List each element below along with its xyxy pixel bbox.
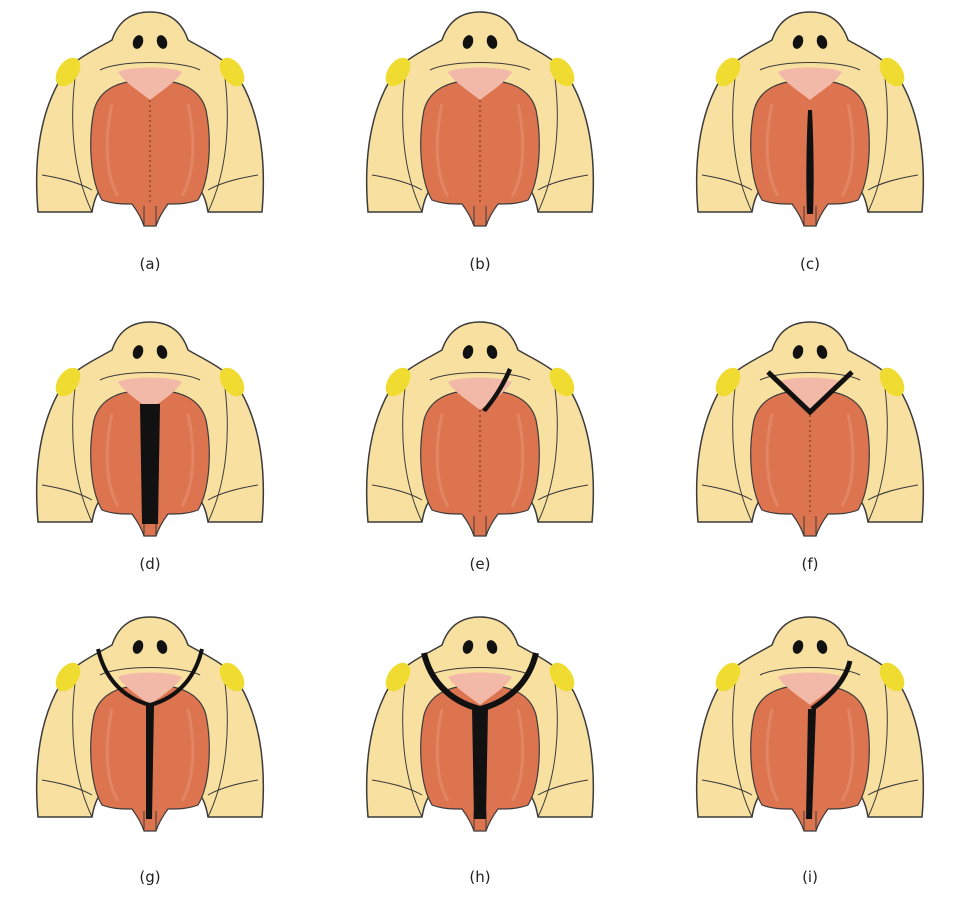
face-group [37,12,264,226]
cleft-soft [806,110,813,214]
diagram-panel: (i) [660,605,953,895]
panel-label: (e) [330,555,630,573]
diagram-panel: (h) [330,605,630,895]
panel-label: (i) [660,868,953,886]
panel-label: (a) [0,255,300,273]
palate-illustration [330,605,630,845]
diagram-panel: (b) [330,0,630,290]
diagram-panel: (f) [660,310,953,600]
diagram-panel: (a) [0,0,300,290]
palate-illustration [330,0,630,240]
face-group [367,322,594,536]
diagram-panel: (e) [330,310,630,600]
cleft-bilateral-midline [472,707,488,819]
panel-label: (b) [330,255,630,273]
palate-illustration [660,0,953,240]
palate-illustration [660,310,953,550]
panel-label: (d) [0,555,300,573]
diagram-panel: (d) [0,310,300,600]
palate-illustration [0,310,300,550]
panel-label: (c) [660,255,953,273]
panel-label: (f) [660,555,953,573]
face-group [367,12,594,226]
palate-illustration [0,0,300,240]
panel-label: (h) [330,868,630,886]
palate-illustration [0,605,300,845]
palate-illustration [330,310,630,550]
face-group [697,322,924,536]
diagram-panel: (g) [0,605,300,895]
cleft-hard-soft [140,404,160,524]
diagram-panel: (c) [660,0,953,290]
palate-illustration [660,605,953,845]
panel-label: (g) [0,868,300,886]
